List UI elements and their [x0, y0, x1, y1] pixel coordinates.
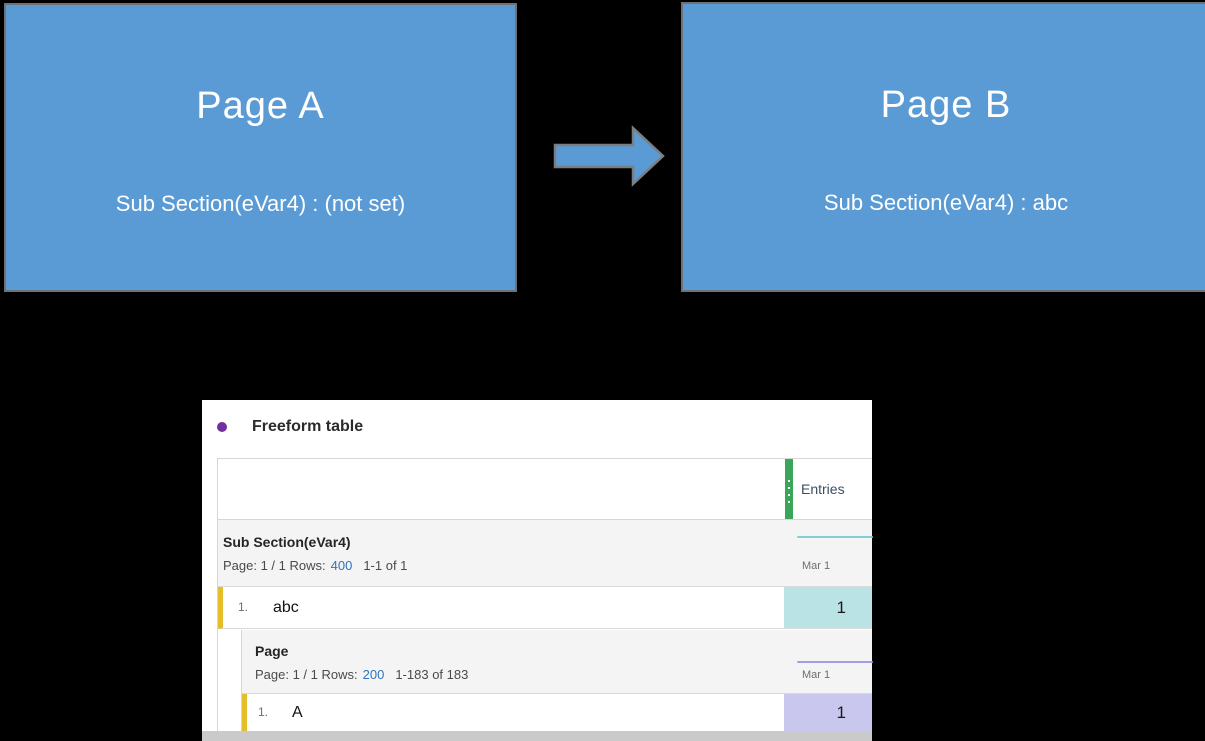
breakdown-section-header: Page Page: 1 / 1 Rows: 200 1-183 of 183 Ma…	[242, 630, 873, 694]
pagination-prefix: Page: 1 / 1 Rows:	[223, 558, 326, 573]
value-cell[interactable]: 1	[784, 587, 872, 628]
pagination-range: 1-183 of 183	[395, 667, 469, 682]
row-label[interactable]: A	[292, 704, 303, 721]
table-row[interactable]: 1. abc 1	[218, 587, 872, 629]
row-index: 1.	[258, 705, 269, 719]
rows-count-link[interactable]: 400	[330, 558, 353, 573]
column-drag-handle-icon[interactable]	[785, 459, 793, 519]
rows-count-link[interactable]: 200	[362, 667, 385, 682]
dimension-sparkline	[797, 536, 873, 538]
page-b-box: Page B Sub Section(eVar4) : abc	[681, 2, 1205, 292]
breakdown-pagination: Page: 1 / 1 Rows: 200 1-183 of 183	[255, 667, 468, 683]
panel-bullet-icon	[217, 422, 227, 432]
table-row[interactable]: 1. A 1	[242, 694, 872, 732]
breakdown-table: Page Page: 1 / 1 Rows: 200 1-183 of 183 Ma…	[241, 630, 873, 732]
flow-arrow-icon	[553, 125, 665, 187]
date-column-label: Mar 1	[802, 669, 831, 681]
panel-title: Freeform table	[252, 418, 364, 435]
page-a-title: Page A	[196, 85, 325, 127]
dimension-name: Sub Section(eVar4)	[223, 534, 351, 550]
page-b-title: Page B	[880, 84, 1012, 126]
page-b-subtitle: Sub Section(eVar4) : abc	[823, 190, 1069, 215]
dimension-section-header: Sub Section(eVar4) Page: 1 / 1 Rows: 400 1…	[218, 520, 873, 587]
metric-column-header[interactable]: Entries	[218, 458, 872, 520]
breakdown-name: Page	[255, 643, 289, 659]
freeform-table-panel: Freeform table Entries Sub Section(eVar4…	[202, 400, 873, 741]
horizontal-scrollbar[interactable]	[202, 731, 872, 741]
breakdown-sparkline	[797, 661, 873, 663]
row-label[interactable]: abc	[273, 599, 299, 616]
pagination-range: 1-1 of 1	[363, 558, 408, 573]
value-cell[interactable]: 1	[784, 694, 872, 732]
page-a-subtitle: Sub Section(eVar4) : (not set)	[115, 191, 406, 216]
pagination-prefix: Page: 1 / 1 Rows:	[255, 667, 358, 682]
freeform-table: Entries Sub Section(eVar4) Page: 1 / 1 R…	[217, 458, 873, 732]
dimension-pagination: Page: 1 / 1 Rows: 400 1-1 of 1	[223, 558, 407, 574]
drag-dots-icon	[788, 480, 790, 507]
date-column-label: Mar 1	[802, 560, 831, 572]
metric-label: Entries	[801, 481, 845, 497]
row-index: 1.	[238, 600, 249, 614]
page-a-box: Page A Sub Section(eVar4) : (not set)	[4, 3, 517, 292]
